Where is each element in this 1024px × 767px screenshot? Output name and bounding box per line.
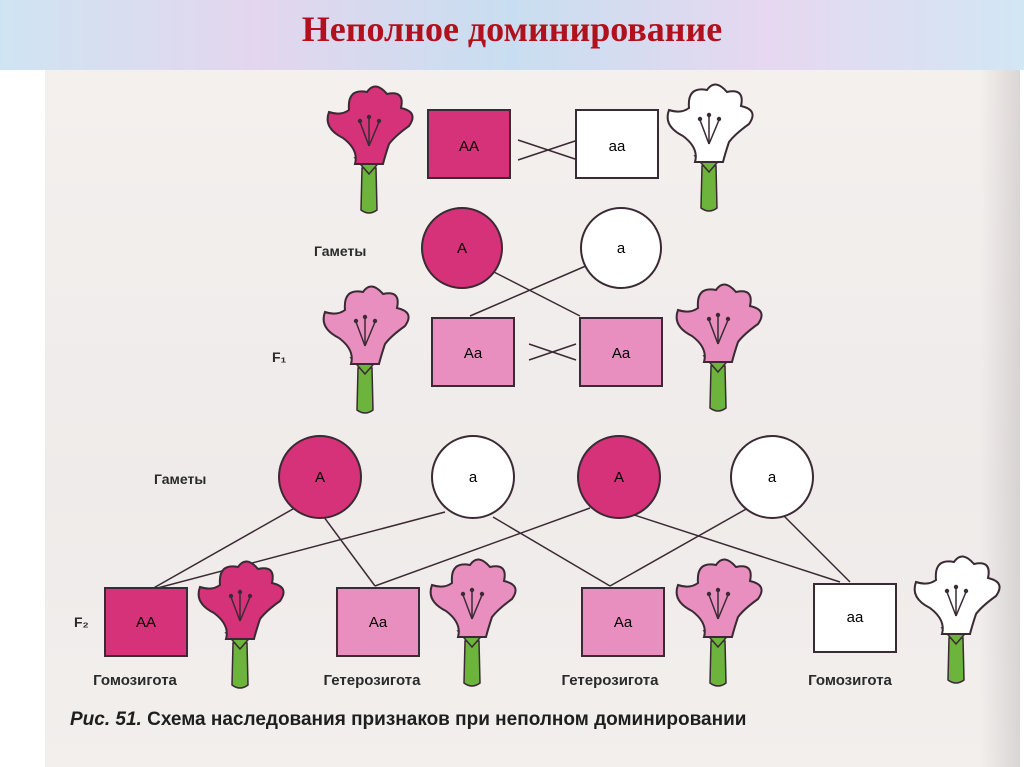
genotype-label: Aa <box>614 614 633 631</box>
zygosity-label: Гомозигота <box>93 672 177 689</box>
gametes-label: Гаметы <box>314 243 366 259</box>
gamete-label: a <box>617 240 626 257</box>
genotype-label: Aa <box>612 345 631 362</box>
f1-gametes: Гаметы A a A a <box>154 435 814 519</box>
white-flower-icon <box>666 83 754 212</box>
white-flower-icon <box>913 555 1001 684</box>
gamete-line <box>492 516 611 587</box>
genotype-box-Aa <box>336 587 420 657</box>
f1-label: F₁ <box>272 349 287 365</box>
figure-caption: Рис. 51. Схема наследования признаков пр… <box>70 708 830 732</box>
genotype-box-AA <box>104 587 188 657</box>
genotype-box-Aa <box>581 587 665 657</box>
gamete-label: a <box>469 469 478 486</box>
gamete-label: a <box>768 469 777 486</box>
gamete-line <box>374 507 591 587</box>
genotype-label: AA <box>136 614 156 631</box>
f1-generation: F₁ Aa Aa <box>272 283 763 414</box>
title-banner: Неполное доминирование <box>0 0 1024 70</box>
genotype-label: Aa <box>464 345 483 362</box>
gamete-line <box>149 504 301 591</box>
genotype-box-Aa <box>579 317 663 387</box>
f2-generation: F₂ AA Гомозигота Aa Гетерозигота Aa Гете… <box>74 555 1001 689</box>
light-pink-flower-icon <box>322 285 410 414</box>
gamete-label: A <box>315 469 325 486</box>
gamete-line <box>489 269 581 317</box>
gametes-label: Гаметы <box>154 471 206 487</box>
light-pink-flower-icon <box>675 558 763 687</box>
connector-lines <box>149 139 851 591</box>
gamete-A <box>577 435 661 519</box>
genotype-box-AA <box>427 109 511 179</box>
figure-number: Рис. 51. <box>70 709 142 730</box>
gamete-line <box>609 507 749 587</box>
genotype-box-aa <box>813 583 897 653</box>
gamete-line <box>469 261 596 317</box>
parent-gametes: Гаметы A a <box>314 207 662 289</box>
caption-text: Схема наследования признаков при неполно… <box>141 709 747 730</box>
genotype-label: AA <box>459 138 479 155</box>
gamete-a <box>730 435 814 519</box>
parent-generation: AA aa <box>326 83 754 214</box>
gamete-line <box>149 511 446 591</box>
genotype-box-aa <box>575 109 659 179</box>
gamete-label: A <box>614 469 624 486</box>
gamete-A <box>278 435 362 519</box>
zygosity-label: Гетерозигота <box>324 672 422 689</box>
genotype-label: aa <box>847 609 864 626</box>
f2-label: F₂ <box>74 614 89 630</box>
gamete-label: A <box>457 240 467 257</box>
zygosity-label: Гетерозигота <box>562 672 660 689</box>
cross-line <box>517 139 579 161</box>
pink-flower-icon <box>197 560 285 689</box>
genotype-box-Aa <box>431 317 515 387</box>
zygosity-label: Гомозигота <box>808 672 892 689</box>
genotype-label: Aa <box>369 614 388 631</box>
gamete-line <box>624 511 841 583</box>
slide-title: Неполное доминирование <box>301 9 723 49</box>
gamete-a <box>431 435 515 519</box>
genotype-label: aa <box>609 138 626 155</box>
cross-line <box>528 343 577 361</box>
gamete-a <box>580 207 662 289</box>
gamete-A <box>421 207 503 289</box>
pink-flower-icon <box>326 85 414 214</box>
light-pink-flower-icon <box>675 283 763 412</box>
light-pink-flower-icon <box>429 558 517 687</box>
page-shadow <box>980 70 1020 767</box>
gamete-line <box>779 511 851 583</box>
